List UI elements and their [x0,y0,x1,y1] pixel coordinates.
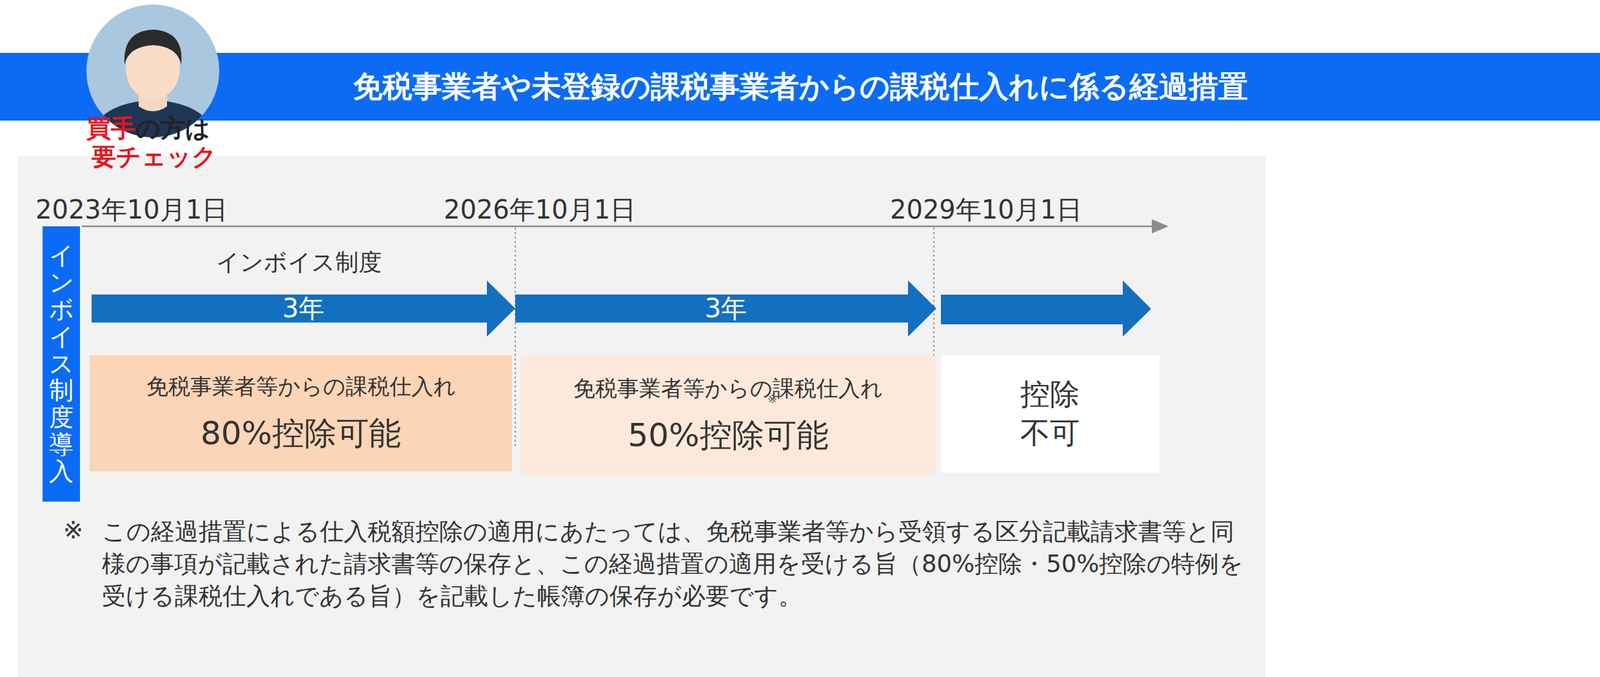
box-text: 控除 不可 [1014,375,1086,453]
box-text: 3年 [282,291,325,327]
footnote-mark: ※ [767,392,778,407]
deduction-box: 控除 不可 [940,355,1160,473]
arrow-body [515,280,937,337]
period-arrow: 3年 [515,280,937,337]
footnote-mark: ※ [63,515,84,546]
box-text: 50%控除可能 [627,414,829,457]
grey-panel [18,156,1266,677]
vertical-label-bar: インボイス制度導入 [42,226,80,502]
timeline-arrowhead [1151,219,1169,234]
callout-text: 買手 [86,113,136,145]
period-arrow [940,280,1152,337]
timeline [81,225,1155,228]
box-heading: 免税事業者等からの課税仕入れ [573,374,883,403]
callout-text: の方は [135,113,211,145]
arrow-body [91,280,516,337]
date-label: 2026年10月1日 [443,193,636,226]
period-label: インボイス制度 [216,247,382,277]
deduction-box: 免税事業者等からの課税仕入れ 80%控除可能 [89,355,513,472]
box-text: 3年 [704,291,747,327]
callout-text: 要チェック [91,141,217,173]
divider-line [514,227,516,449]
date-label: 2023年10月1日 [35,193,228,226]
box-text: 80%控除可能 [200,412,402,455]
box-heading: 免税事業者等からの課税仕入れ [146,372,456,401]
date-label: 2029年10月1日 [889,193,1083,226]
title-band [0,52,1600,121]
deduction-box: 免税事業者等からの課税仕入れ 50%控除可能 [520,355,936,476]
vertical-label: インボイス制度導入 [49,242,74,485]
footnote-text: この経過措置による仕入税額控除の適用にあたっては、免税事業者等から受領する区分記… [101,515,1250,613]
title: 免税事業者や未登録の課税事業者からの課税仕入れに係る経過措置 [0,52,1600,121]
period-arrow: 3年 [91,280,516,337]
